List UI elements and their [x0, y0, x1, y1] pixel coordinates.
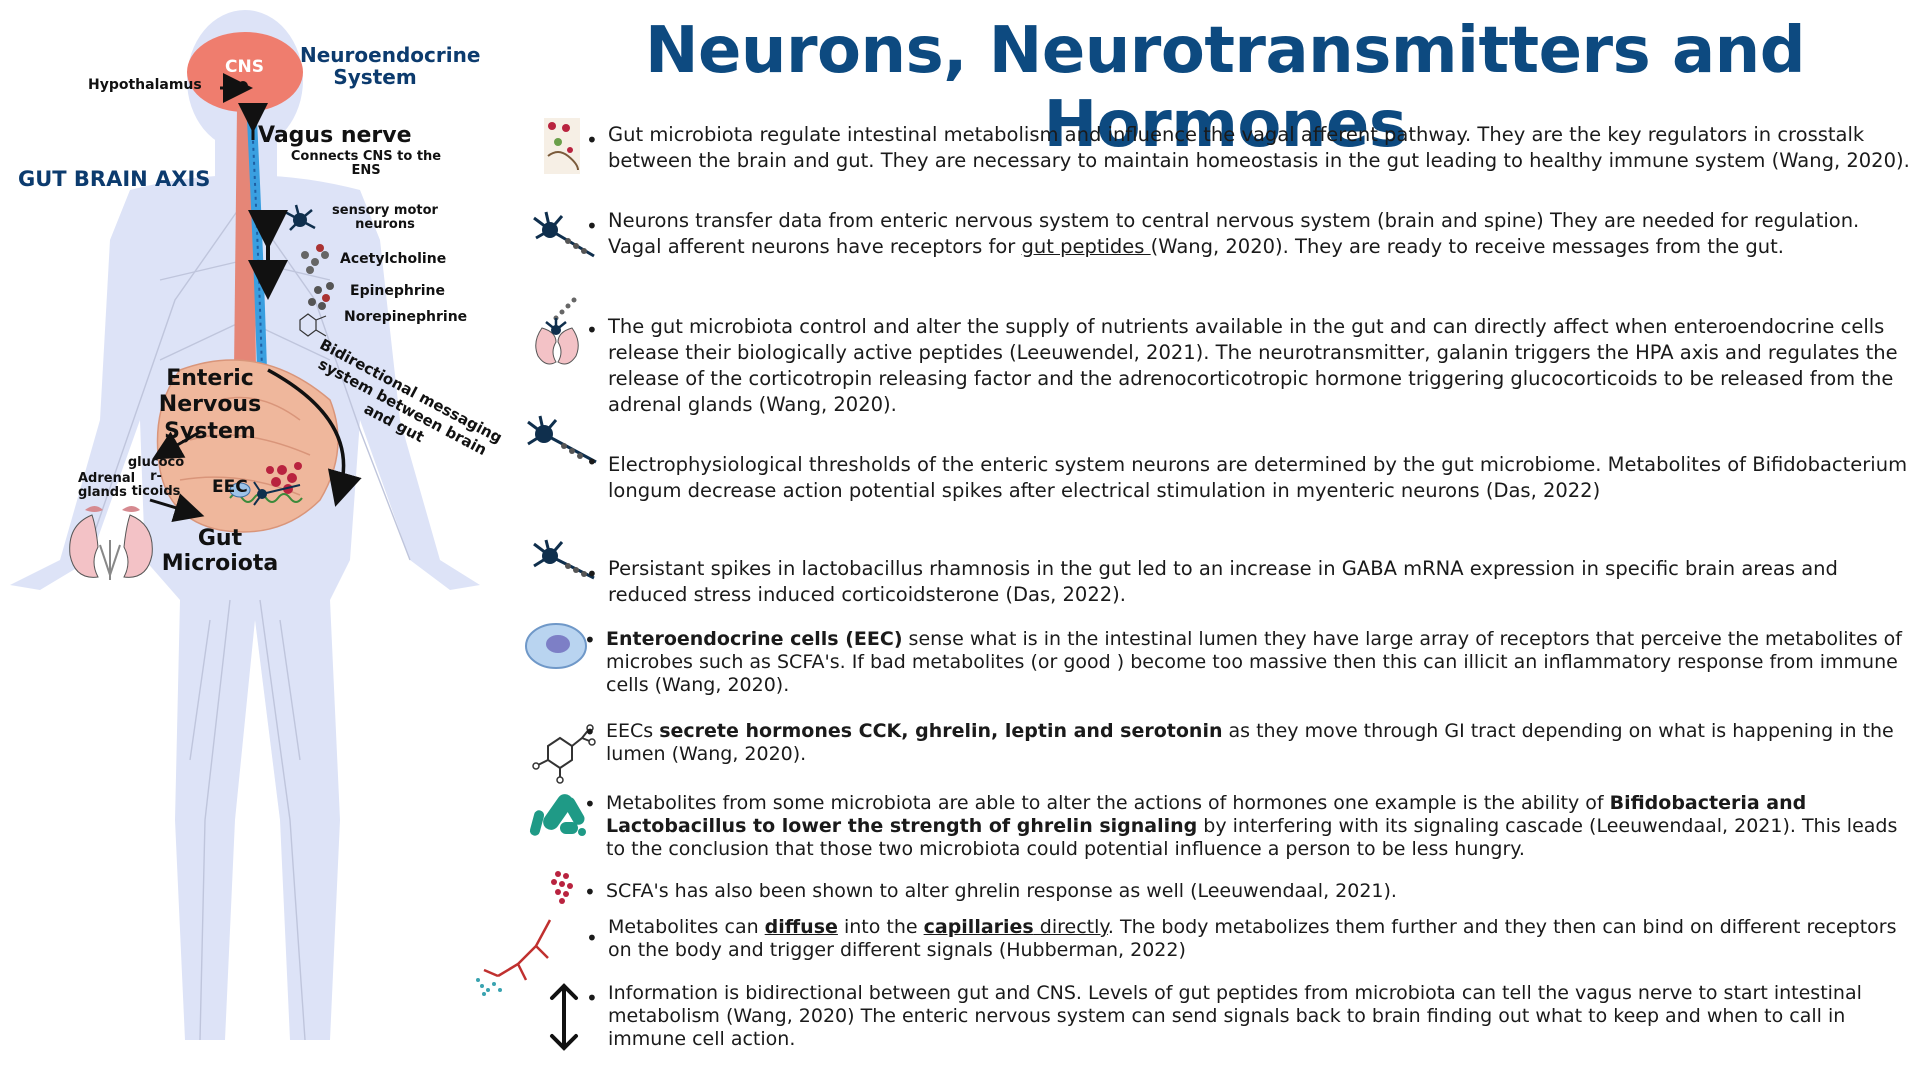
adrenal-glands-label: Adrenal glands	[78, 471, 136, 501]
bullet-text: EECs secrete hormones CCK, ghrelin, lept…	[606, 720, 1894, 765]
bullet-item: • Gut microbiota regulate intestinal met…	[528, 116, 1913, 174]
bullet-item: • Information is bidirectional between g…	[528, 982, 1913, 1051]
molecule-icon	[532, 724, 596, 784]
epinephrine-label: Epinephrine	[350, 283, 445, 299]
human-body-illustration	[10, 10, 480, 1041]
scfa-dots-icon	[551, 871, 573, 904]
bullet-text: Metabolites from some microbiota are abl…	[606, 792, 1898, 860]
hypothalamus-dot	[238, 81, 248, 91]
bullet-item: • Metabolites can diffuse into the capil…	[476, 916, 1913, 996]
bullet-text: SCFA's has also been shown to alter ghre…	[606, 880, 1397, 902]
peripheral-nerves	[84, 199, 411, 1041]
sensory-motor-neuron	[284, 204, 316, 231]
neuron-icon	[533, 539, 595, 580]
gut-microbes	[266, 462, 302, 494]
enteric-nervous-system-label: Enteric Nervous System	[158, 366, 262, 444]
bullet-text: Electrophysiological thresholds of the e…	[608, 453, 1908, 502]
epinephrine-molecule	[308, 282, 334, 310]
bullet-text: Information is bidirectional between gut…	[608, 982, 1862, 1050]
norepinephrine-structure	[299, 313, 327, 337]
neuron-icon	[533, 211, 595, 258]
bullet-text: Persistant spikes in lactobacillus rhamn…	[608, 557, 1838, 606]
sensory-motor-label: sensory motor neurons	[332, 203, 438, 233]
bullet-item: • Metabolites from some microbiota are a…	[528, 788, 1913, 860]
hypothalamus-label: Hypothalamus	[88, 77, 202, 93]
gut-microbiota-label: Gut Microiota	[161, 526, 279, 577]
neuron-icon	[527, 415, 597, 464]
vagus-nerve-label: Vagus nerve	[258, 123, 412, 148]
connects-label: Connects CNS to the ENS	[290, 149, 442, 179]
bullet-item: • The gut microbiota control and alter t…	[528, 296, 1913, 416]
acetylcholine-label: Acetylcholine	[340, 251, 447, 267]
bullet-text: The gut microbiota control and alter the…	[608, 315, 1898, 416]
gut-villi	[229, 493, 303, 503]
bullet-item: • Enteroendocrine cells (EEC) sense what…	[525, 620, 1913, 696]
gut-brain-axis-label: GUT BRAIN AXIS	[18, 167, 211, 191]
bacteria-icon	[529, 794, 586, 836]
brain-cns	[187, 32, 303, 112]
norepinephrine-label: Norepinephrine	[344, 309, 468, 325]
eec-cell-icon	[525, 623, 587, 669]
glucocorticoids-label: glucoco r- ticoids	[127, 455, 185, 499]
acetylcholine-molecule	[301, 244, 329, 274]
bullet-item: • Neurons transfer data from enteric ner…	[528, 208, 1913, 258]
cns-label: CNS	[225, 57, 264, 77]
gut-brain-curved-arrow	[267, 368, 362, 507]
microbiota-illustration-icon	[544, 118, 580, 174]
gut-brain-axis-diagram: CNS Neuroendocrine System Hypothalamus V…	[0, 0, 520, 1080]
eec-label: EEC	[212, 477, 248, 497]
double-arrow-icon	[550, 983, 578, 1051]
page-title: Neurons, Neurotransmitters and Hormones	[644, 14, 1806, 162]
bullet-item: • EECs secrete hormones CCK, ghrelin, le…	[528, 716, 1913, 784]
bullet-item: • Persistant spikes in lactobacillus rha…	[528, 536, 1913, 606]
kidney-neuron-icon	[535, 297, 579, 365]
bullet-text: Enteroendocrine cells (EEC) sense what i…	[606, 628, 1902, 696]
eec-cell	[229, 482, 251, 498]
capillary-icon	[476, 919, 552, 996]
bullet-text: Metabolites can diffuse into the capilla…	[608, 916, 1897, 961]
bullet-text: Neurons transfer data from enteric nervo…	[608, 209, 1860, 258]
bullet-text: Gut microbiota regulate intestinal metab…	[608, 123, 1910, 172]
bullet-item: • Electrophysiological thresholds of the…	[527, 412, 1913, 502]
bullet-item: • SCFA's has also been shown to alter gh…	[528, 868, 1913, 904]
neuroendocrine-label: Neuroendocrine System	[300, 43, 481, 89]
kidneys-adrenal	[69, 506, 153, 580]
